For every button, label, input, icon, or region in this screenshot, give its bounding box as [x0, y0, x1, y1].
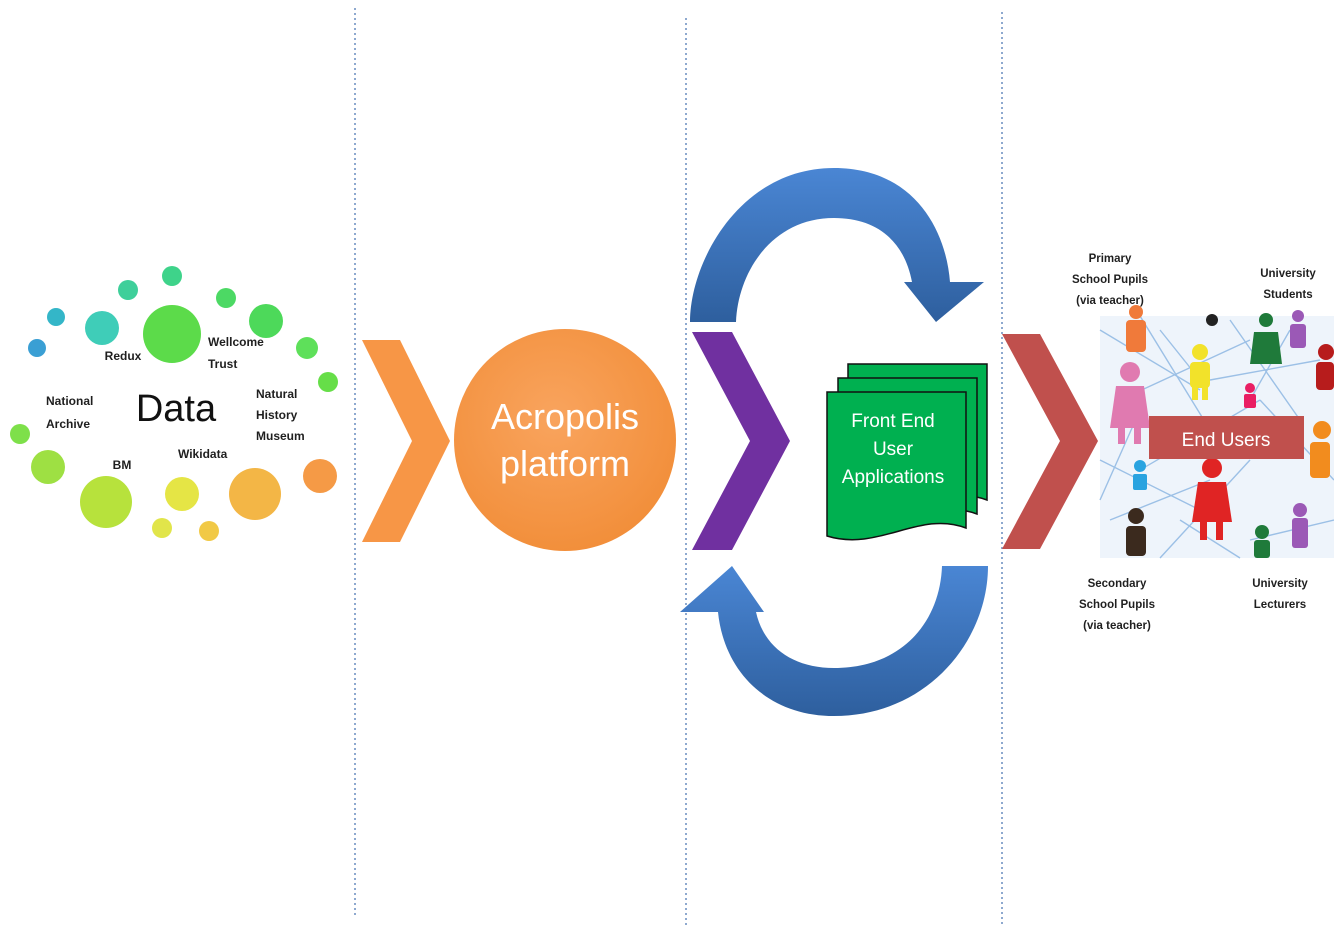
person-icon — [1244, 383, 1256, 408]
source-label-nhm-line3: Museum — [256, 429, 305, 443]
group-label-secondary-line1: Secondary — [1088, 578, 1147, 590]
source-label-wellcome-line2: Trust — [208, 357, 237, 371]
bubble — [229, 468, 281, 520]
group-label-primary-line3: (via teacher) — [1076, 295, 1144, 307]
bubble — [118, 280, 138, 300]
bubble — [296, 337, 318, 359]
group-label-secondary-line3: (via teacher) — [1083, 620, 1151, 632]
apps-label-line2: User — [873, 439, 914, 460]
source-label-nhm-line2: History — [256, 408, 298, 422]
red-chevron-arrow — [1002, 334, 1098, 549]
source-label-redux: Redux — [105, 349, 142, 363]
bubble — [165, 477, 199, 511]
platform-label-line2: platform — [500, 443, 630, 484]
person-icon — [1254, 525, 1270, 558]
bubble — [28, 339, 46, 357]
person-icon — [1310, 421, 1331, 478]
bubble — [216, 288, 236, 308]
source-label-bm: BM — [113, 458, 132, 472]
platform-label-line1: Acropolis — [491, 396, 639, 437]
bubble — [47, 308, 65, 326]
end-users-label: End Users — [1182, 430, 1271, 451]
platform-circle — [454, 329, 676, 551]
source-label-national-line1: National — [46, 394, 93, 408]
bubble — [162, 266, 182, 286]
group-label-primary-line2: School Pupils — [1072, 274, 1148, 286]
apps-label-line3: Applications — [842, 467, 944, 488]
source-label-wellcome-line1: Wellcome — [208, 335, 264, 349]
source-label-nhm-line1: Natural — [256, 387, 297, 401]
person-icon — [1250, 313, 1282, 364]
person-icon — [1292, 503, 1308, 548]
bottom-curved-arrow — [680, 566, 988, 716]
feedback-cycle-arrows — [680, 168, 988, 716]
person-icon — [1126, 508, 1146, 556]
app-page-front — [826, 391, 967, 541]
person-icon — [1316, 344, 1334, 390]
person-icon — [1190, 344, 1210, 400]
bubble — [143, 305, 201, 363]
person-icon — [1206, 314, 1218, 326]
bubble — [152, 518, 172, 538]
bubble — [249, 304, 283, 338]
bubble — [303, 459, 337, 493]
group-label-univ-students-line2: Students — [1263, 289, 1312, 301]
apps-label-line1: Front End — [851, 411, 934, 432]
person-icon — [1126, 305, 1146, 352]
person-icon — [1192, 458, 1232, 540]
group-label-secondary-line2: School Pupils — [1079, 599, 1155, 611]
stage-dividers — [354, 8, 1003, 927]
end-users-banner — [1149, 416, 1304, 459]
bubble — [318, 372, 338, 392]
orange-chevron-arrow — [362, 340, 450, 542]
bubble — [199, 521, 219, 541]
group-label-primary-line1: Primary — [1089, 253, 1132, 265]
purple-chevron-arrow — [692, 332, 790, 550]
bubble — [80, 476, 132, 528]
bubble — [85, 311, 119, 345]
data-bubble-cloud: Data Redux Wellcome Trust National Archi… — [10, 266, 338, 541]
bubble — [10, 424, 30, 444]
front-end-apps-stack: Front End User Applications — [826, 363, 988, 541]
user-group-labels: Primary School Pupils (via teacher) Univ… — [1072, 253, 1316, 632]
data-title: Data — [136, 388, 217, 430]
person-icon — [1133, 460, 1147, 490]
acropolis-platform-node: Acropolis platform — [454, 329, 676, 551]
source-label-wikidata: Wikidata — [178, 447, 228, 461]
end-users-network-image: End Users — [1099, 305, 1334, 559]
person-icon — [1290, 310, 1306, 348]
person-icon — [1110, 362, 1150, 444]
group-label-univ-students-line1: University — [1260, 268, 1316, 280]
bubble — [31, 450, 65, 484]
group-label-univ-lecturers-line1: University — [1252, 578, 1308, 590]
top-curved-arrow — [690, 168, 984, 322]
group-label-univ-lecturers-line2: Lecturers — [1254, 599, 1306, 611]
source-label-national-line2: Archive — [46, 417, 90, 431]
